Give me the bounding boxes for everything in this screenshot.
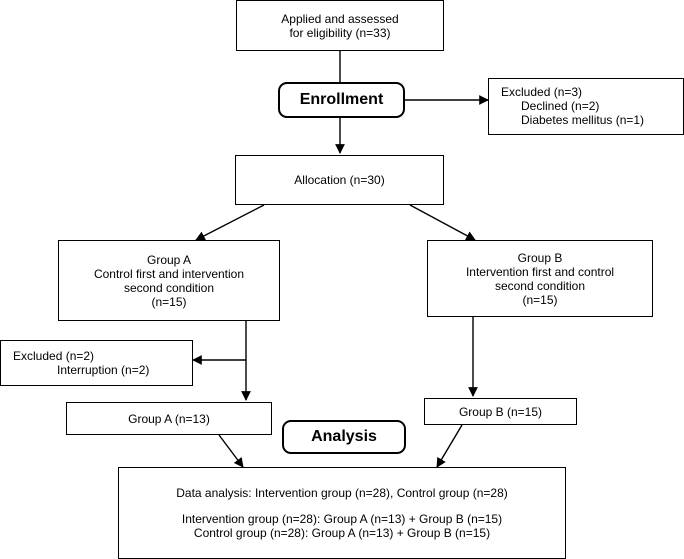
applied-box: Applied and assessed for eligibility (n=… — [236, 0, 444, 51]
excluded-top-box: Excluded (n=3) Declined (n=2) Diabetes m… — [488, 78, 684, 135]
arrow-group-b-analysis — [436, 424, 463, 468]
applied-line2: for eligibility (n=33) — [289, 25, 391, 40]
arrow-allocation-group-b — [409, 204, 476, 241]
excluded-top-item2: Diabetes mellitus (n=1) — [521, 113, 645, 127]
excluded-left-item1: Interruption (n=2) — [57, 363, 150, 377]
group-a-box: Group A Control first and intervention s… — [58, 240, 280, 321]
excluded-top-title: Excluded (n=3) — [501, 85, 583, 99]
excluded-left-title: Excluded (n=2) — [13, 349, 95, 363]
group-b-final-box: Group B (n=15) — [424, 398, 577, 425]
data-analysis-box: Data analysis: Intervention group (n=28)… — [118, 467, 566, 559]
data-analysis-line2: Intervention group (n=28): Group A (n=13… — [181, 512, 503, 526]
arrow-group-a-analysis — [218, 434, 244, 468]
group-a-final-box: Group A (n=13) — [66, 402, 272, 435]
group-b-line4: (n=15) — [522, 292, 558, 307]
group-a-line3: second condition — [123, 280, 215, 295]
applied-line1: Applied and assessed — [281, 11, 399, 26]
excluded-left-box: Excluded (n=2) Interruption (n=2) — [0, 340, 193, 386]
analysis-label: Analysis — [282, 420, 406, 454]
group-b-line2: Intervention first and control — [465, 264, 615, 279]
arrow-allocation-group-a — [195, 204, 265, 241]
group-b-box: Group B Intervention first and control s… — [427, 240, 653, 317]
allocation-text: Allocation (n=30) — [294, 173, 385, 187]
data-analysis-line1: Data analysis: Intervention group (n=28)… — [176, 486, 508, 500]
group-a-line4: (n=15) — [151, 294, 187, 309]
excluded-top-item1: Declined (n=2) — [521, 99, 600, 113]
group-b-line3: second condition — [494, 278, 586, 293]
data-analysis-line3: Control group (n=28): Group A (n=13) + G… — [193, 526, 491, 540]
group-a-final-text: Group A (n=13) — [128, 411, 210, 426]
group-b-line1: Group B — [517, 250, 563, 265]
group-b-final-text: Group B (n=15) — [458, 404, 543, 419]
enrollment-label: Enrollment — [278, 82, 405, 118]
group-a-line1: Group A — [146, 252, 192, 267]
allocation-box: Allocation (n=30) — [235, 155, 444, 205]
group-a-line2: Control first and intervention — [93, 266, 245, 281]
